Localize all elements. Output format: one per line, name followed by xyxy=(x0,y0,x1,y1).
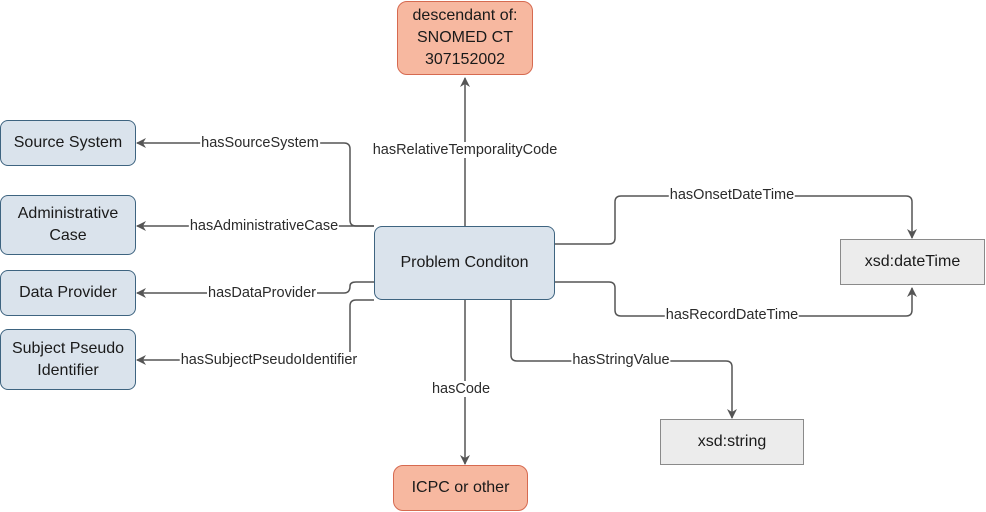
data-provider-node[interactable]: Data Provider xyxy=(0,270,136,316)
icpc-node[interactable]: ICPC or other xyxy=(393,465,528,511)
problem-condition-node[interactable]: Problem Conditon xyxy=(374,226,555,300)
edge-has-record-date-time xyxy=(555,281,917,317)
descendant-node[interactable]: descendant of: SNOMED CT 307152002 xyxy=(397,1,533,75)
label-has-source-system: hasSourceSystem xyxy=(200,135,320,151)
label-has-string-value: hasStringValue xyxy=(571,352,671,368)
label-has-data-provider: hasDataProvider xyxy=(207,285,317,301)
administrative-case-node[interactable]: Administrative Case xyxy=(0,195,136,255)
label-has-onset-date-time: hasOnsetDateTime xyxy=(668,187,796,203)
edge-has-source-system xyxy=(136,138,374,227)
label-has-code: hasCode xyxy=(430,381,492,397)
source-system-node[interactable]: Source System xyxy=(0,120,136,166)
label-has-administrative-case: hasAdministrativeCase xyxy=(188,218,340,234)
xsd-datetime-node[interactable]: xsd:dateTime xyxy=(840,239,985,285)
label-has-record-date-time: hasRecordDateTime xyxy=(664,307,800,323)
edge-has-subject-pseudo-identifier xyxy=(136,299,374,365)
xsd-string-node[interactable]: xsd:string xyxy=(660,419,804,465)
edge-has-onset-date-time xyxy=(555,195,917,245)
label-has-relative-temporality-code: hasRelativeTemporalityCode xyxy=(371,142,559,158)
edge-has-data-provider xyxy=(136,281,374,298)
label-has-subject-pseudo-identifier: hasSubjectPseudoIdentifier xyxy=(179,352,359,368)
subject-pseudo-identifier-node[interactable]: Subject Pseudo Identifier xyxy=(0,329,136,390)
